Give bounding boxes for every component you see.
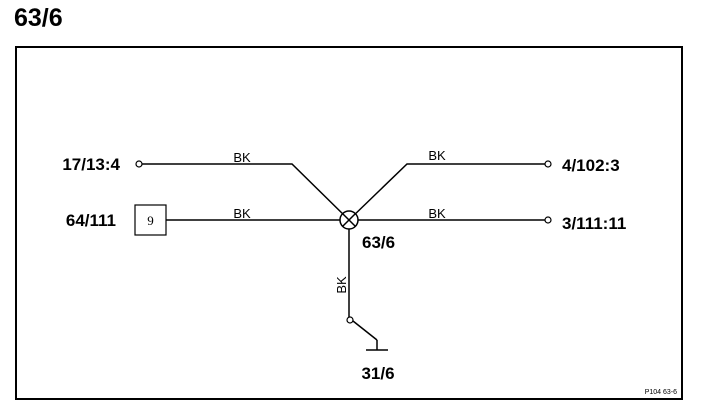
- connector-pin-label: 9: [147, 213, 154, 228]
- wire-top-left[interactable]: [142, 163, 350, 221]
- wire-color-mid-right: BK: [428, 206, 446, 221]
- splice-icon[interactable]: [339, 210, 359, 230]
- connector-label-mid-right: 3/111:11: [562, 214, 626, 233]
- ground-label: 31/6: [361, 364, 394, 383]
- splice-label: 63/6: [362, 233, 395, 252]
- ground-icon[interactable]: [346, 316, 388, 351]
- terminal-top-left[interactable]: [135, 160, 143, 168]
- wire-color-down: BK: [334, 276, 349, 294]
- wire-color-top-right: BK: [428, 148, 446, 163]
- diagram-frame: [15, 46, 683, 400]
- connector-label-top-left: 17/13:4: [62, 155, 120, 174]
- terminal-top-right[interactable]: [544, 160, 552, 168]
- wire-color-mid-left: BK: [233, 206, 251, 221]
- page-title: 63/6: [14, 4, 63, 32]
- connector-box-64-111[interactable]: [134, 204, 167, 236]
- wire-color-top-left: BK: [233, 150, 251, 165]
- wire-top-right[interactable]: [348, 163, 545, 221]
- reference-code: P104 63-6: [645, 389, 677, 396]
- connector-label-mid-left: 64/111: [66, 211, 116, 230]
- connector-label-top-right: 4/102:3: [562, 156, 620, 175]
- terminal-mid-right[interactable]: [544, 216, 552, 224]
